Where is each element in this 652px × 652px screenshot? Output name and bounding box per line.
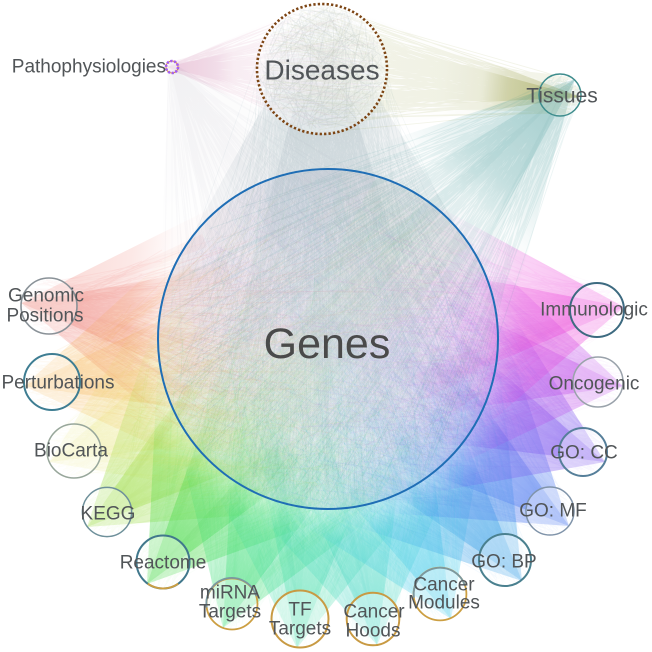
svg-text:Immunologic: Immunologic [540,300,648,321]
svg-text:Hoods: Hoods [346,621,401,642]
svg-text:Cancer: Cancer [413,575,475,596]
svg-text:BioCarta: BioCarta [34,441,108,462]
svg-text:Targets: Targets [199,602,261,623]
svg-text:Cancer: Cancer [343,602,405,623]
svg-text:Genomic: Genomic [8,286,84,307]
svg-text:GO: MF: GO: MF [519,501,587,522]
svg-text:Targets: Targets [269,619,331,640]
svg-text:TF: TF [288,600,311,621]
svg-text:GO: BP: GO: BP [471,552,536,573]
svg-text:Diseases: Diseases [264,55,379,86]
svg-text:Reactome: Reactome [120,553,207,574]
svg-text:Genes: Genes [264,320,391,368]
svg-text:Oncogenic: Oncogenic [549,374,640,395]
svg-text:Perturbations: Perturbations [1,373,114,394]
svg-text:Pathophysiologies: Pathophysiologies [12,57,166,78]
svg-text:Tissues: Tissues [526,85,598,108]
svg-text:miRNA: miRNA [200,583,260,604]
svg-text:Positions: Positions [6,306,83,327]
svg-text:KEGG: KEGG [81,504,136,525]
svg-text:Modules: Modules [408,593,480,614]
svg-text:GO: CC: GO: CC [550,443,618,464]
